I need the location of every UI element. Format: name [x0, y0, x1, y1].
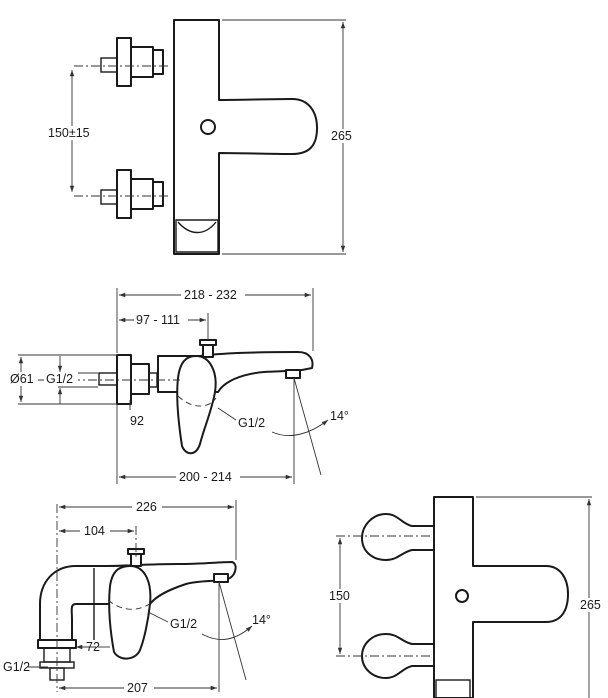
side-offset-label: 97 - 111 [136, 313, 180, 327]
diverter-knob [200, 119, 216, 135]
side-inlet [98, 372, 118, 386]
upper-valve-flange [116, 37, 132, 87]
front-spacing-label: 150±15 [48, 126, 90, 140]
knob-front-view: 150 265 [326, 496, 606, 698]
deck-view: 226 104 G1/2 14° 72 G1/2 207 [3, 500, 271, 695]
side-thread-left-label: G1/2 [46, 372, 73, 386]
lower-valve-collar [130, 178, 154, 210]
lower-knob [361, 633, 435, 679]
deck-leg-label: 72 [86, 640, 100, 654]
knob-height-label: 265 [580, 598, 601, 612]
deck-thread-left-label: G1/2 [3, 660, 30, 674]
front-height-label: 265 [331, 129, 352, 143]
deck-projection-label: 207 [127, 681, 148, 695]
spout-outlet [175, 219, 219, 253]
side-diameter-label: Ø61 [10, 372, 34, 386]
knob-spacing-label: 150 [329, 589, 350, 603]
side-flange [116, 354, 132, 405]
mixer-body-outline [173, 19, 318, 255]
upper-knob [361, 513, 435, 561]
lower-valve-flange [116, 169, 132, 219]
side-total-width-label: 218 - 232 [184, 288, 237, 302]
deck-offset-label: 104 [84, 524, 105, 538]
side-depth-label: 92 [130, 414, 144, 428]
side-projection-label: 200 - 214 [179, 470, 232, 484]
knob-mixer-body [433, 496, 569, 698]
side-thread-right-label: G1/2 [238, 416, 265, 430]
side-lever [176, 355, 217, 455]
deck-total-width-label: 226 [136, 500, 157, 514]
side-angle-label: 14° [330, 409, 349, 423]
upper-valve-collar [130, 46, 154, 78]
deck-angle-label: 14° [252, 613, 271, 627]
side-view: Ø61 G1/2 92 218 - 232 97 - 111 G1/2 14° [8, 288, 349, 484]
deck-thread-mid-label: G1/2 [170, 617, 197, 631]
deck-lever [108, 565, 152, 660]
knob-diverter [455, 589, 469, 603]
aerator [285, 369, 301, 379]
front-view: 150±15 265 [46, 19, 358, 255]
